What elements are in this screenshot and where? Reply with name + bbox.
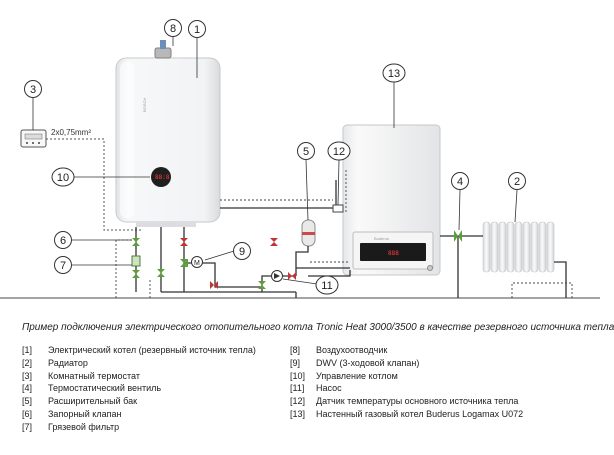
circulation-pump (271, 270, 283, 282)
legend-item: [1] Электрический котел (резервный источ… (22, 344, 280, 357)
legend-text: DWV (3-ходовой клапан) (316, 357, 420, 368)
heating-connection-diagram: BOSCH 88:8 2x0,75mm² Buderus 888 (0, 19, 600, 299)
legend-text: Термостатический вентиль (48, 383, 162, 394)
callout-7: 7 (54, 256, 72, 274)
callout-1: 1 (188, 20, 206, 38)
legend-number: [13] (290, 408, 306, 419)
legend-text: Радиатор (48, 357, 88, 368)
legend-item: [7] Грязевой фильтр (22, 421, 280, 434)
legend-item: [11] Насос (290, 382, 590, 395)
callout-8: 8 (164, 19, 182, 37)
callout-3-label: 3 (30, 84, 36, 96)
thermostat-wire (46, 138, 142, 231)
legend-number: [12] (290, 396, 306, 407)
legend-text: Запорный клапан (48, 408, 122, 419)
callout-11: 11 (315, 275, 339, 295)
callout-8-label: 8 (170, 23, 176, 35)
callout-9: 9 (233, 242, 251, 260)
legend-item: [2] Радиатор (22, 357, 280, 370)
legend-item: [9] DWV (3-ходовой клапан) (290, 357, 590, 370)
legend-item: [10] Управление котлом (290, 370, 590, 383)
legend-item: [5] Расширительный бак (22, 395, 280, 408)
legend-text: Воздухоотводчик (316, 345, 388, 355)
dirt-filter (131, 255, 141, 267)
legend-text: Грязевой фильтр (48, 421, 120, 432)
legend-text: Насос (316, 383, 342, 394)
legend-item: [3] Комнатный термостат (22, 370, 280, 383)
radiator (482, 221, 555, 273)
callout-12-label: 12 (333, 146, 345, 158)
legend-text: Электрический котел (резервный источник … (48, 345, 256, 355)
callout-6-label: 6 (60, 235, 66, 247)
isolation-valves (132, 230, 462, 289)
legend-number: [9] (290, 357, 301, 368)
callout-6: 6 (54, 231, 72, 249)
legend-number: [4] (22, 383, 33, 394)
legend-number: [1] (22, 345, 33, 355)
air-vent (154, 40, 172, 59)
legend-number: [11] (290, 383, 305, 394)
legend-text: Настенный газовый котел Buderus Logamax … (316, 408, 524, 419)
legend-number: [7] (22, 421, 33, 432)
legend-item: [13] Настенный газовый котел Buderus Log… (290, 408, 590, 421)
temperature-sensor (332, 204, 344, 213)
legend-item: [4] Термостатический вентиль (22, 382, 280, 395)
legend-item: [12] Датчик температуры основного источн… (290, 395, 590, 408)
gas-boiler: Buderus 888 (342, 124, 441, 276)
callout-13: 13 (382, 63, 406, 83)
callout-4: 4 (451, 172, 469, 190)
callout-4-label: 4 (457, 176, 463, 188)
electric-boiler-brand: BOSCH (142, 98, 147, 112)
electric-boiler-display-digits: 88:8 (155, 174, 170, 181)
callout-7-label: 7 (60, 260, 66, 272)
electric-boiler: BOSCH 88:8 (115, 57, 221, 227)
callout-5-label: 5 (303, 146, 309, 158)
callout-1-label: 1 (194, 24, 200, 36)
callout-2: 2 (508, 172, 526, 190)
legend-number: [6] (22, 408, 33, 419)
dwv-motor-symbol: M (194, 260, 200, 267)
wire-label: 2x0,75mm² (51, 128, 91, 137)
legend-text: Управление котлом (316, 370, 398, 381)
callout-12: 12 (327, 141, 351, 161)
callout-13-label: 13 (388, 68, 400, 80)
expansion-tank (301, 219, 316, 247)
legend-number: [5] (22, 396, 33, 407)
gas-boiler-display: 888 (388, 250, 399, 257)
gas-boiler-brand: Buderus (374, 236, 389, 241)
legend-number: [3] (22, 370, 33, 381)
legend-number: [2] (22, 357, 33, 368)
boiler-display-10: 88:8 (151, 167, 171, 187)
diagram-caption: Пример подключения электрического отопит… (22, 322, 614, 333)
legend-left-column: [1] Электрический котел (резервный источ… (22, 344, 280, 434)
callout-10-label: 10 (57, 172, 69, 184)
legend-right-column: [8] Воздухоотводчик [9] DWV (3-ходовой к… (290, 344, 590, 421)
callout-3: 3 (24, 80, 42, 98)
callout-10: 10 (51, 167, 75, 187)
legend-text: Комнатный термостат (48, 370, 140, 381)
callout-2-label: 2 (514, 176, 520, 188)
callout-11-label: 11 (321, 280, 332, 292)
legend-number: [10] (290, 370, 306, 381)
callout-5: 5 (297, 142, 315, 160)
legend-text: Датчик температуры основного источника т… (316, 396, 519, 407)
callout-9-label: 9 (239, 246, 245, 258)
legend-item: [6] Запорный клапан (22, 408, 280, 421)
legend-text: Расширительный бак (48, 396, 138, 407)
leader-lines (32, 36, 518, 285)
legend-item: [8] Воздухоотводчик (290, 344, 590, 357)
room-thermostat (20, 129, 47, 148)
legend-number: [8] (290, 345, 301, 355)
dwv-valve: M (180, 256, 203, 268)
